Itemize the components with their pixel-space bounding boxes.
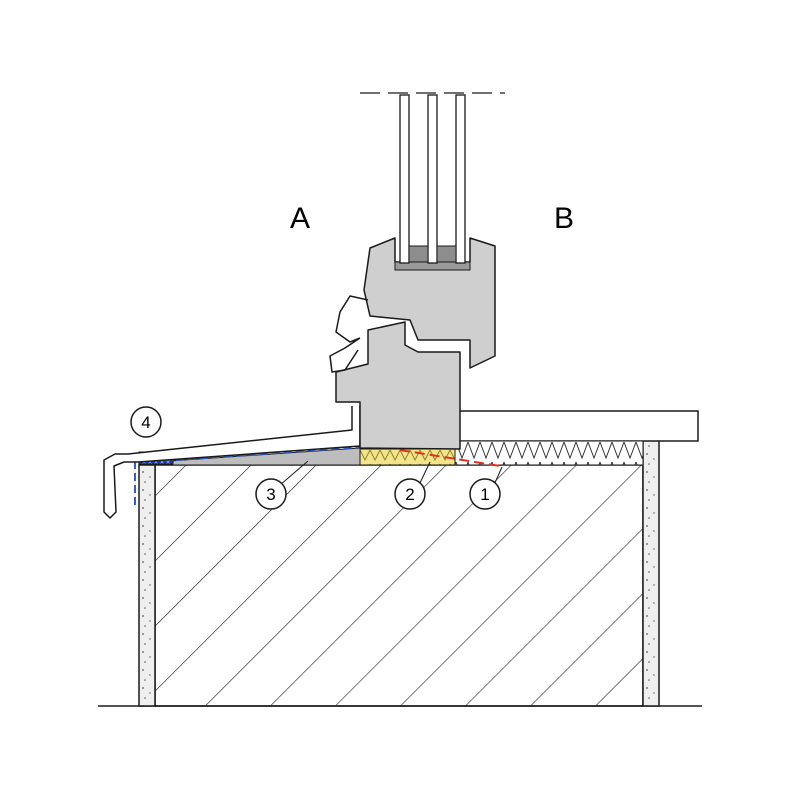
callout-4-label: 4 <box>141 413 150 432</box>
frame-lower <box>335 321 461 450</box>
callout-2-label: 2 <box>405 485 414 504</box>
sealing-tape <box>399 449 501 467</box>
glazing-unit <box>360 92 505 264</box>
callout-1-label: 1 <box>480 485 489 504</box>
callout-3-label: 3 <box>266 485 275 504</box>
callout-3: 3 <box>255 460 309 510</box>
callout-1: 1 <box>469 466 503 510</box>
interior-insulation <box>454 440 644 466</box>
zone-label-inside: B <box>554 202 574 235</box>
callout-2: 2 <box>394 461 431 510</box>
outer-render <box>138 464 156 707</box>
callout-4: 4 <box>130 406 162 438</box>
zone-label-outside: A <box>290 202 310 235</box>
external-sill <box>103 406 361 519</box>
weather-gasket <box>329 295 369 373</box>
interior-sill-board <box>454 410 699 442</box>
inner-plaster <box>642 439 660 707</box>
